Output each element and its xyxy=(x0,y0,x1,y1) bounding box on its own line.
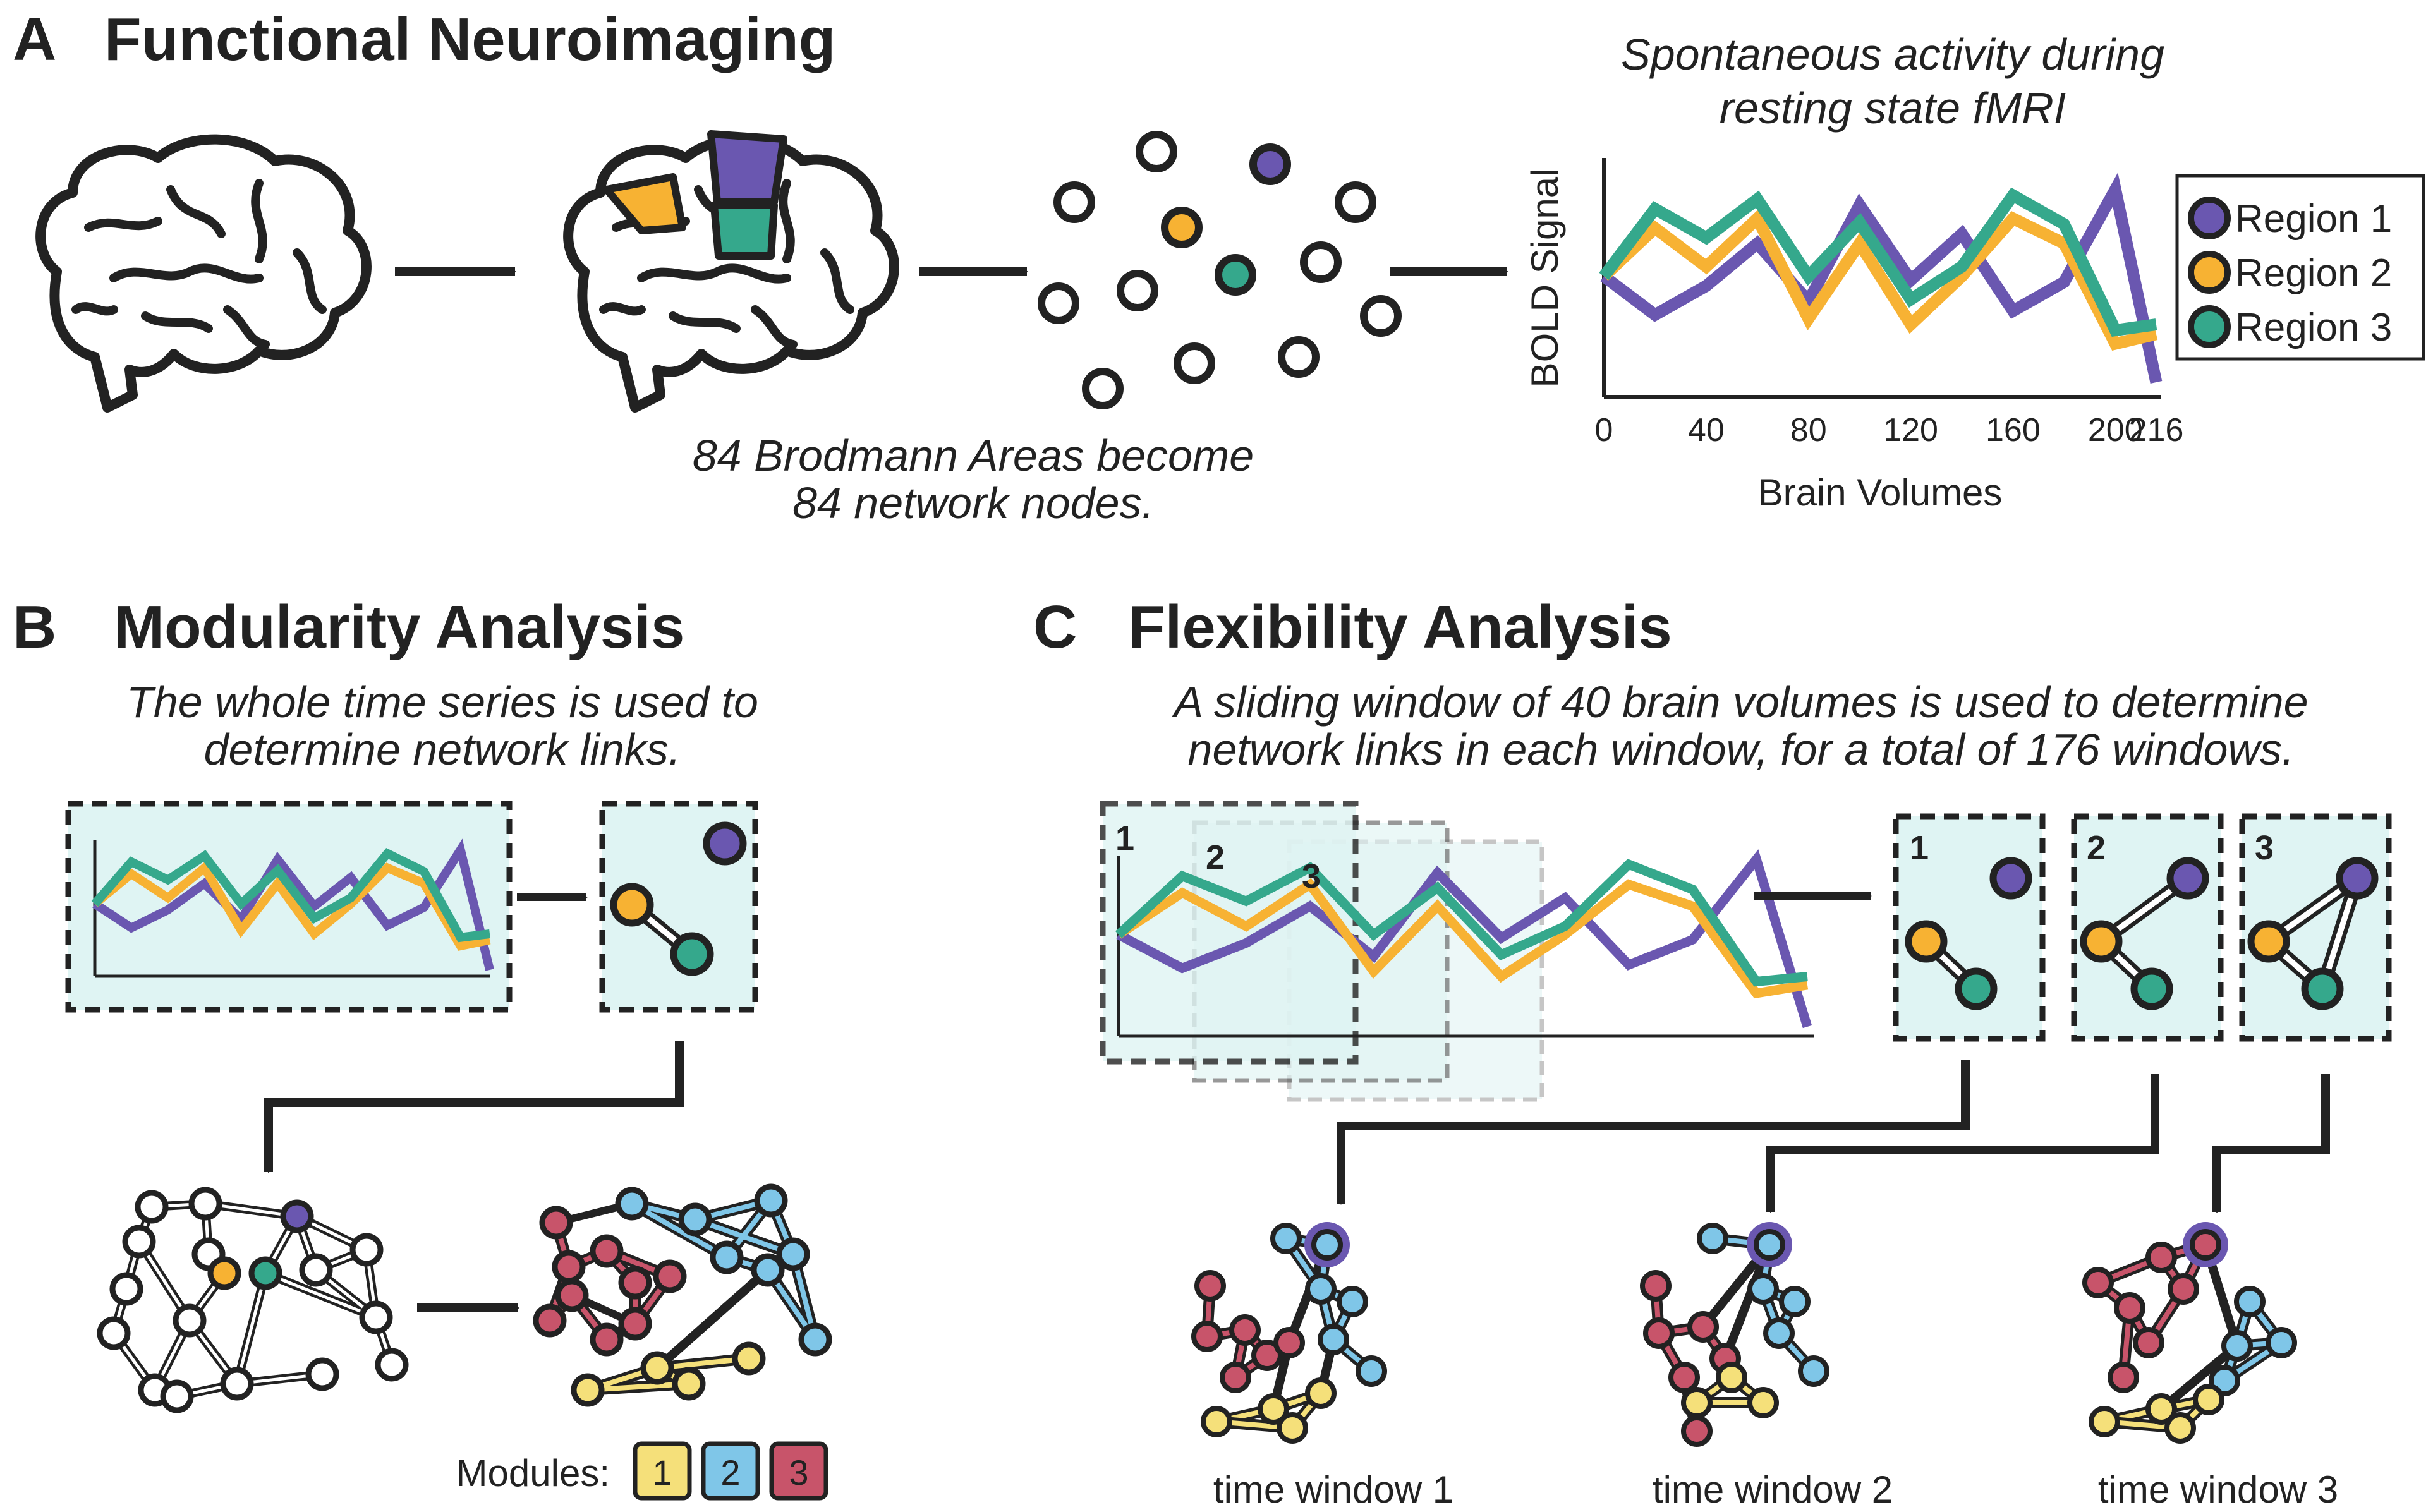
panel-b-caption-line1: The whole time series is used to xyxy=(126,677,758,727)
chart-title-line2: resting state fMRI xyxy=(1720,83,2066,133)
panel-c-caption-line1: A sliding window of 40 brain volumes is … xyxy=(1171,677,2308,727)
chart-legend: Region 1 Region 2 Region 3 xyxy=(2175,174,2425,361)
time-window-1-network xyxy=(1191,1222,1387,1444)
mini-line-c-region-2 xyxy=(1115,878,1809,999)
window-1-links-number: 1 xyxy=(1910,829,1929,867)
x-tick-40: 40 xyxy=(1688,412,1725,449)
legend-label-region-2: Region 2 xyxy=(2235,251,2392,295)
legend-swatch-region-3 xyxy=(2188,305,2231,348)
module-swatch-3 xyxy=(769,1441,828,1501)
legend-label-region-3: Region 3 xyxy=(2235,306,2392,349)
panel-a-title: Functional Neuroimaging xyxy=(104,6,835,73)
modules-legend-label: Modules: xyxy=(456,1452,610,1494)
nodes-caption-line2: 84 network nodes. xyxy=(792,478,1154,528)
panel-b-caption-line2: determine network links. xyxy=(204,725,681,774)
links-node-region1 xyxy=(703,821,747,866)
brain-outline-icon xyxy=(40,140,367,408)
mini-line-b-region-3 xyxy=(91,847,490,943)
links-node-region2 xyxy=(610,883,654,927)
sliding-window-1-box xyxy=(1100,801,1359,1065)
panel-c-title: Flexibility Analysis xyxy=(1128,593,1672,661)
mini-line-c-region-3 xyxy=(1115,859,1808,987)
bold-line-region-2 xyxy=(1599,209,2158,351)
x-tick-216: 216 xyxy=(2129,412,2184,449)
module-number-1: 1 xyxy=(652,1453,672,1492)
links-node-region3 xyxy=(670,932,714,976)
panel-c-letter: C xyxy=(1033,593,1077,661)
x-tick-80: 80 xyxy=(1790,412,1827,449)
sliding-window-chart: 1 2 3 xyxy=(1100,801,1814,1102)
window-3-links-box: 3 xyxy=(2239,813,2392,1042)
time-window-2-network xyxy=(1640,1222,1829,1447)
x-tick-160: 160 xyxy=(1986,412,2041,449)
arrow-window-3-to-network xyxy=(2212,1074,2330,1212)
legend-swatch-region-2 xyxy=(2188,251,2231,294)
chart-x-axis-label: Brain Volumes xyxy=(1758,471,2003,514)
window-1-links-box: 1 xyxy=(1893,813,2046,1042)
module-number-3: 3 xyxy=(789,1453,808,1492)
modular-brain-network xyxy=(533,1183,832,1407)
x-tick-120: 120 xyxy=(1883,412,1938,449)
arrow-links-to-network xyxy=(264,1041,684,1172)
time-window-2-label: time window 2 xyxy=(1653,1468,1893,1511)
mini-line-b-region-2 xyxy=(92,861,491,951)
modules-legend: Modules: 1 2 3 xyxy=(456,1441,828,1501)
bold-line-region-3 xyxy=(1599,187,2157,337)
sliding-window-2-number: 2 xyxy=(1206,838,1225,876)
whole-brain-network xyxy=(97,1187,409,1413)
window-2-links-box: 2 xyxy=(2071,813,2224,1042)
arrow-window-2-to-network xyxy=(1766,1074,2159,1212)
panel-b-letter: B xyxy=(13,593,56,661)
chart-y-axis-label: BOLD Signal xyxy=(1524,169,1566,388)
window-2-links-number: 2 xyxy=(2087,829,2106,867)
time-window-1-label: time window 1 xyxy=(1213,1468,1453,1511)
network-node-scatter xyxy=(1038,131,1402,409)
module-swatch-1 xyxy=(633,1441,692,1501)
window-3-links-number: 3 xyxy=(2255,829,2274,867)
full-series-mini-lines xyxy=(91,838,494,971)
chart-title-line1: Spontaneous activity during xyxy=(1621,30,2164,79)
parcellated-brain-icon xyxy=(568,130,894,408)
time-window-3-label: time window 3 xyxy=(2098,1468,2338,1511)
arrow-window-1-to-network xyxy=(1337,1060,1970,1204)
panel-b-title: Modularity Analysis xyxy=(114,593,684,661)
x-tick-200: 200 xyxy=(2088,412,2143,449)
panel-c-caption-line2: network links in each window, for a tota… xyxy=(1188,725,2295,774)
module-number-2: 2 xyxy=(720,1453,740,1492)
time-window-3-network xyxy=(2082,1222,2297,1444)
nodes-caption-line1: 84 Brodmann Areas become xyxy=(693,431,1254,480)
panel-a-letter: A xyxy=(13,6,56,73)
sliding-window-1-number: 1 xyxy=(1115,820,1134,857)
legend-swatch-region-1 xyxy=(2188,197,2231,239)
legend-label-region-1: Region 1 xyxy=(2235,197,2392,241)
module-swatch-2 xyxy=(701,1441,760,1501)
x-tick-0: 0 xyxy=(1595,412,1613,449)
sliding-window-3-number: 3 xyxy=(1302,857,1321,895)
